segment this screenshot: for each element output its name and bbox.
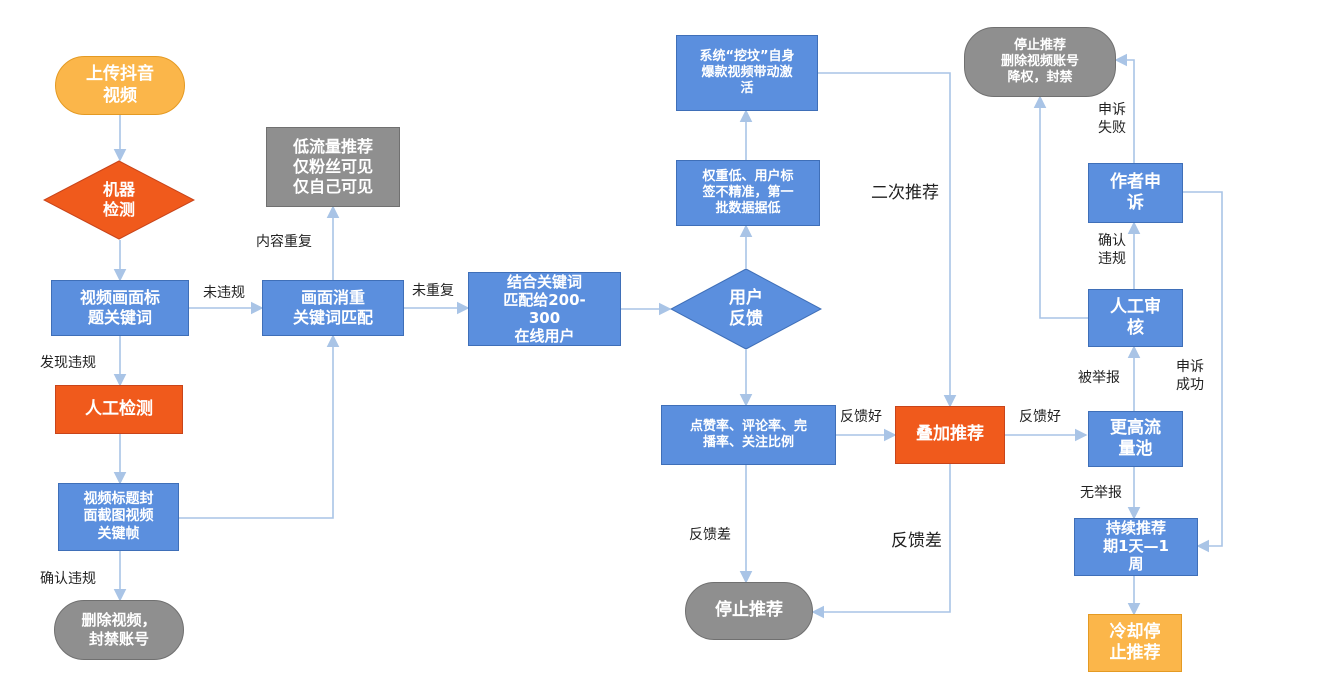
node-machine-check: 机器 检测 — [43, 160, 195, 240]
label-appeal-success: 申诉 成功 — [1176, 359, 1204, 394]
label-feedback-bad-2: 反馈差 — [891, 531, 942, 551]
node-manual-review: 人工审 核 — [1088, 289, 1183, 347]
edge-dig-boost — [818, 72, 957, 408]
node-manual-check: 人工检测 — [55, 385, 183, 434]
node-metrics: 点赞率、评论率、完 播率、关注比例 — [661, 405, 836, 465]
node-match-users: 结合关键词 匹配给200- 300 在线用户 — [468, 272, 621, 346]
label-found-violation: 发现违规 — [40, 355, 96, 371]
edge-title-dedupe — [179, 334, 340, 519]
node-dig-grave: 系统“挖坟”自身 爆款视频带动激 活 — [676, 35, 818, 111]
label-confirm-violation: 确认违规 — [40, 571, 96, 587]
node-stop-recommend: 停止推荐 — [685, 582, 813, 640]
node-boost-recommend: 叠加推荐 — [895, 406, 1005, 464]
node-low-weight: 权重低、用户标 签不精准，第一 批数据据低 — [676, 160, 820, 226]
label-appeal-fail: 申诉 失败 — [1098, 102, 1126, 137]
label-reported: 被举报 — [1078, 370, 1120, 386]
label-not-duplicate: 未重复 — [412, 283, 454, 299]
label-duplicate: 内容重复 — [256, 234, 312, 250]
node-dedupe-match: 画面消重 关键词匹配 — [262, 280, 404, 336]
label-no-report: 无举报 — [1080, 485, 1122, 501]
machine-check-label: 机器 检测 — [102, 180, 135, 219]
edge-boost-stop — [811, 464, 951, 619]
label-feedback-bad-1: 反馈差 — [689, 527, 731, 543]
edge-review-stopdelete — [1033, 95, 1088, 319]
label-no-violation: 未违规 — [203, 285, 245, 301]
edge-appeal-stopdelete — [1114, 53, 1135, 163]
diamond-shape — [670, 268, 822, 350]
diamond-shape — [43, 160, 195, 240]
node-continuous-recommend: 持续推荐 期1天—1 周 — [1074, 518, 1198, 576]
user-feedback-label: 用户 反馈 — [729, 287, 763, 329]
label-confirm-violation-2: 确认 违规 — [1098, 233, 1126, 268]
edge-appeal-continuous — [1183, 191, 1223, 553]
node-delete-video-ban: 删除视频， 封禁账号 — [54, 600, 184, 660]
node-stop-delete-ban: 停止推荐 删除视频账号 降权，封禁 — [964, 27, 1116, 97]
label-feedback-good-2: 反馈好 — [1019, 409, 1061, 425]
node-cool-down: 冷却停 止推荐 — [1088, 614, 1182, 672]
node-low-traffic: 低流量推荐 仅粉丝可见 仅自己可见 — [266, 127, 400, 207]
node-user-feedback: 用户 反馈 — [670, 268, 822, 350]
label-secondary-recommend: 二次推荐 — [871, 183, 939, 203]
node-title-cover-keyframe: 视频标题封 面截图视频 关键帧 — [58, 483, 179, 551]
node-author-appeal: 作者申 诉 — [1088, 163, 1183, 223]
node-higher-traffic-pool: 更高流 量池 — [1088, 411, 1183, 467]
node-video-keywords: 视频画面标 题关键词 — [51, 280, 189, 336]
node-upload-video: 上传抖音 视频 — [55, 56, 185, 115]
label-feedback-good-1: 反馈好 — [840, 409, 882, 425]
